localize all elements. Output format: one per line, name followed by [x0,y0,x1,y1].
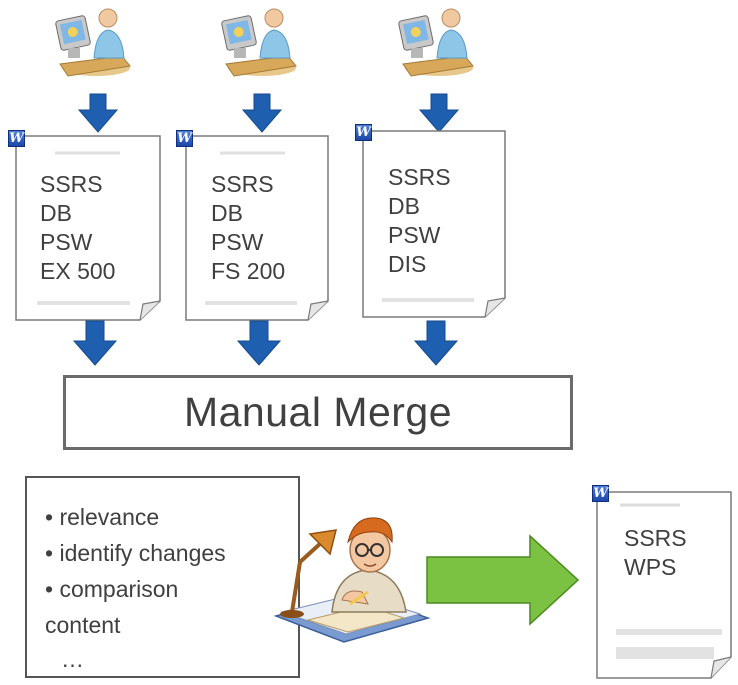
document-3-text: SSRS DB PSW DIS [388,163,451,279]
doc-line: WPS [624,554,677,580]
bullet-icon: • [45,504,54,530]
doc-line: EX 500 [40,258,116,284]
doc-line: DB [388,193,420,219]
word-document-icon: W [592,485,609,502]
manual-merge-box: Manual Merge [63,375,573,450]
doc-line: DIS [388,251,427,277]
down-arrow-icon [72,320,118,366]
right-arrow-icon [426,534,580,626]
doc-line: PSW [40,229,93,255]
word-document-icon: W [8,130,25,147]
doc-line: DB [211,200,243,226]
down-arrow-icon [236,320,282,366]
user-at-computer-icon [221,8,297,77]
bullet-icon: • [45,576,54,602]
note-item: • comparison [45,576,179,602]
document-page-1 [15,135,161,321]
down-arrow-icon [413,320,459,366]
note-continuation: content [45,612,121,638]
user-at-computer-icon [55,8,131,77]
down-arrow-icon [77,93,119,133]
document-1-text: SSRS DB PSW EX 500 [40,170,115,286]
doc-line: SSRS [624,525,687,551]
doc-line: DB [40,200,72,226]
doc-line: SSRS [40,171,103,197]
result-document-page [596,491,732,679]
doc-line: PSW [388,222,441,248]
down-arrow-icon [241,93,283,133]
doc-line: SSRS [388,164,451,190]
note-item: • relevance [45,504,160,530]
manual-merge-label: Manual Merge [183,389,453,435]
doc-line: SSRS [211,171,274,197]
note-ellipsis: … [61,646,84,672]
word-document-icon: W [355,124,372,141]
word-document-icon: W [176,130,193,147]
user-at-computer-icon [398,8,474,77]
doc-line: PSW [211,229,264,255]
document-2-text: SSRS DB PSW FS 200 [211,170,285,286]
result-document-text: SSRS WPS [624,524,687,582]
doc-line: FS 200 [211,258,286,284]
note-item: • identify changes [45,540,226,566]
document-page-3 [362,130,506,318]
bullet-icon: • [45,540,54,566]
document-page-2 [185,135,329,321]
down-arrow-icon [418,93,460,133]
person-writing-at-desk-icon [273,517,431,643]
notes-box: • relevance • identify changes • compari… [25,476,300,678]
